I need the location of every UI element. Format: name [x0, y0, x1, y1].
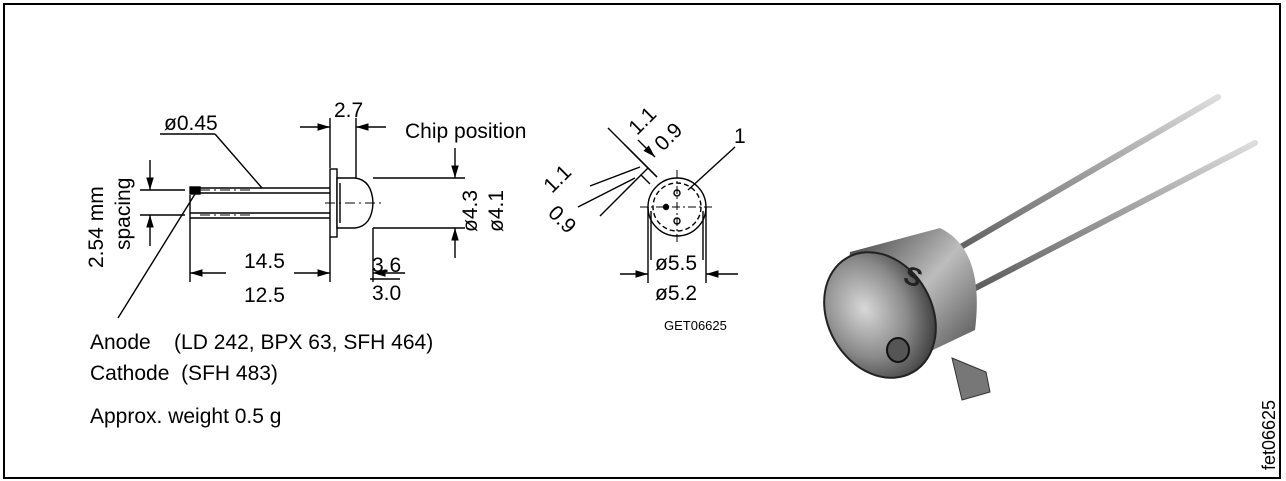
outer-diameter-label: ø4.3 — [459, 190, 482, 232]
spacing-value-label: 2.54 mm — [85, 186, 108, 268]
photo-code: fet06625 — [1259, 399, 1279, 470]
chip-width-label: 2.7 — [334, 99, 363, 122]
pin-1-label: 1 — [734, 125, 746, 148]
anode-note: Anode (LD 242, BPX 63, SFH 464) — [90, 331, 434, 354]
inner-diameter-label: ø4.1 — [485, 190, 508, 232]
cap-length-a-label: 3.6 — [372, 254, 401, 277]
tab-dim-c-label: 1.1 — [539, 161, 576, 198]
spacing-word-label: spacing — [112, 178, 135, 250]
cathode-note: Cathode (SFH 483) — [90, 362, 278, 385]
cap-length-b-label: 3.0 — [372, 282, 401, 305]
length-long-label: 14.5 — [244, 250, 285, 273]
length-short-label: 12.5 — [244, 284, 285, 307]
component-photo: S — [823, 94, 1258, 401]
drawing-code: GET06625 — [664, 318, 727, 333]
diameter-52-label: ø5.2 — [655, 282, 697, 305]
weight-note: Approx. weight 0.5 g — [90, 405, 282, 428]
diameter-55-label: ø5.5 — [655, 252, 697, 275]
side-view — [117, 118, 465, 319]
tab-dim-d-label: 0.9 — [543, 201, 580, 238]
figure-frame — [3, 3, 1281, 479]
chip-position-label: Chip position — [405, 120, 526, 143]
top-view — [577, 127, 738, 283]
lead-diameter-label: ø0.45 — [164, 112, 218, 135]
